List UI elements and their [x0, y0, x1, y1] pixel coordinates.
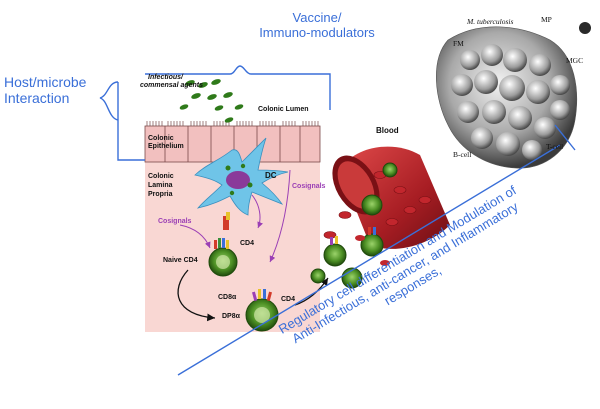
vaccine-label-line2: Immuno-modulators	[259, 25, 375, 40]
cosignal-arrow-right	[269, 169, 291, 263]
cosignal-arrow-dc	[251, 194, 264, 229]
cosignals-left-label: Cosignals	[158, 218, 192, 225]
host-microbe-bracket	[99, 81, 119, 121]
colonic-lumen-label: Colonic Lumen	[258, 106, 309, 113]
colonic-epithelium-label: Colonic Epithelium	[148, 135, 184, 151]
microbes-icon	[179, 79, 244, 123]
blood-label: Blood	[376, 126, 399, 135]
dp8a-label: DP8α	[222, 313, 240, 320]
dc-label: DC	[265, 171, 277, 180]
infectious-line2: commensal agents	[140, 82, 204, 89]
dp8a-cell-icon	[245, 289, 279, 332]
m-tuberculosis-label: M. tuberculosis	[467, 17, 514, 26]
cd4-lower-label: CD4	[281, 296, 296, 303]
lamina-line1: Colonic	[148, 173, 174, 180]
migration-arrow	[294, 277, 329, 306]
vaccine-bracket	[145, 65, 331, 110]
circulating-cells-icon	[310, 227, 390, 289]
regulatory-bracket	[177, 124, 576, 376]
blood-vessel-icon	[323, 146, 450, 249]
t-cell-label: T-cell	[546, 142, 564, 151]
infectious-agents-label: Infectious/ commensal agents	[140, 74, 203, 90]
cd8a-label: CD8α	[218, 294, 237, 301]
cosignals-right-label: Cosignals	[292, 183, 326, 190]
lamina-line3: Propria	[148, 191, 173, 198]
receptor-icon	[223, 212, 230, 230]
lamina-propria-label: Colonic Lamina Propria	[148, 172, 174, 199]
mgc-label: MGC	[566, 56, 584, 65]
cd4-upper-label: CD4	[240, 240, 255, 247]
dendritic-cell-icon	[194, 137, 289, 216]
epithelium-line1: Colonic	[148, 135, 174, 142]
host-microbe-line1: Host/microbe	[4, 74, 87, 90]
host-microbe-line2: Interaction	[4, 90, 70, 106]
naive-cd4-label: Naive CD4	[163, 257, 198, 264]
vaccine-label: Vaccine/ Immuno-modulators	[257, 10, 377, 40]
infectious-line1: Infectious/	[148, 74, 184, 81]
granuloma-icon	[436, 22, 591, 169]
b-cell-label: B-cell	[453, 150, 472, 159]
host-microbe-line	[117, 82, 145, 161]
mp-label: MP	[541, 15, 552, 24]
fm-label: FM	[453, 39, 464, 48]
host-microbe-label: Host/microbe Interaction	[4, 74, 86, 106]
differentiation-arrow	[177, 269, 216, 322]
epithelium-line2: Epithelium	[148, 143, 184, 150]
cd4-t-cell-icon	[208, 238, 238, 277]
vaccine-label-line1: Vaccine/	[292, 10, 342, 25]
lamina-line2: Lamina	[148, 182, 173, 189]
cosignal-arrow-left	[179, 224, 211, 249]
